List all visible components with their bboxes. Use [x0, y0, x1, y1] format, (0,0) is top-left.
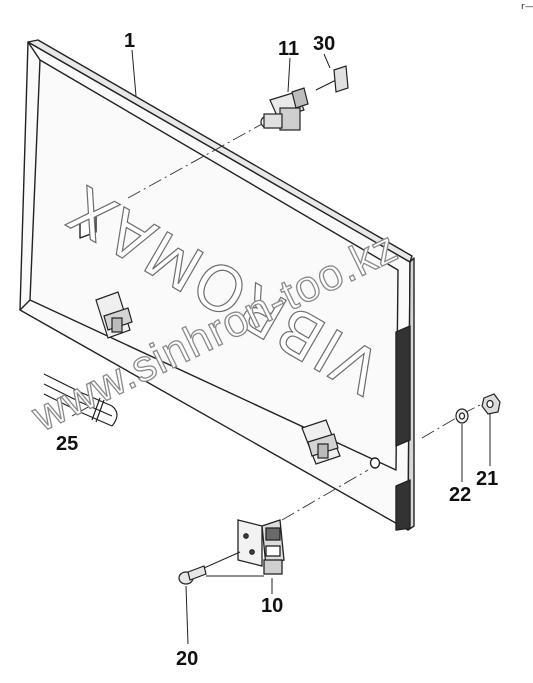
latch-assembly: [260, 87, 309, 131]
latch-key: [315, 65, 349, 93]
washer: [455, 408, 469, 424]
callout-leaders: [71, 49, 491, 645]
callout-key: 30: [313, 33, 335, 55]
hinge-screw: [178, 565, 207, 585]
callout-seal-strip: 25: [56, 433, 78, 455]
hinge-leader-lines: [203, 551, 273, 594]
corner-mark: r—: [521, 2, 533, 12]
callout-latch: 11: [278, 38, 299, 60]
callout-hinge: 10: [261, 595, 283, 617]
nut: [481, 393, 501, 415]
callout-washer: 22: [449, 484, 471, 506]
door-panel: [19, 39, 415, 531]
panel-hinge-bracket-lower: [301, 419, 341, 465]
hinge-part: [237, 519, 285, 575]
panel-hinge-bracket-upper: [95, 291, 133, 339]
callout-screw: 20: [176, 648, 198, 670]
callout-nut: 21: [476, 468, 498, 490]
callout-panel: 1: [124, 30, 135, 52]
